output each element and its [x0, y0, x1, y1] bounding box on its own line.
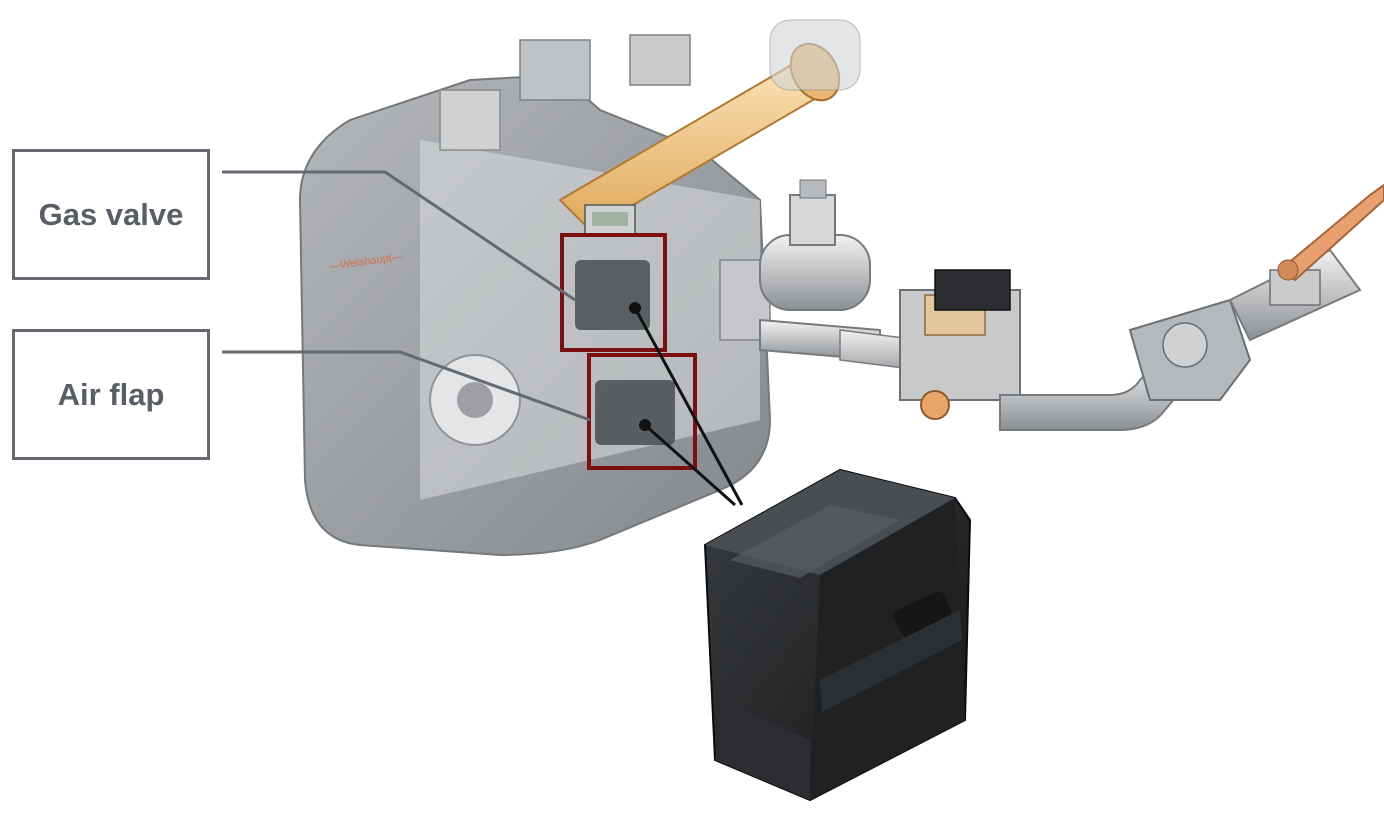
air-flap-callout-line — [222, 350, 591, 422]
gas-valve-servo — [575, 260, 650, 330]
gas-valve-callout-line — [222, 170, 576, 302]
actuator-enlarged — [703, 468, 972, 802]
air-flap-servo — [595, 380, 675, 445]
gas-train — [759, 179, 1362, 431]
air-flap-label: Air flap — [57, 376, 165, 412]
gas-valve-label: Gas valve — [38, 196, 184, 232]
ball-valve-handle — [1277, 183, 1384, 282]
gas-valve-leader-line — [633, 307, 744, 506]
air-flap-highlight-box — [587, 353, 697, 470]
combustion-tube — [558, 19, 861, 236]
gas-valve-dot — [629, 302, 641, 314]
air-flap-dot — [639, 419, 651, 431]
burner-housing: —Weishaupt— — [298, 34, 772, 557]
air-flap-label-box: Air flap — [12, 329, 210, 460]
gas-valve-label-box: Gas valve — [12, 149, 210, 280]
air-flap-leader-line — [644, 423, 736, 507]
